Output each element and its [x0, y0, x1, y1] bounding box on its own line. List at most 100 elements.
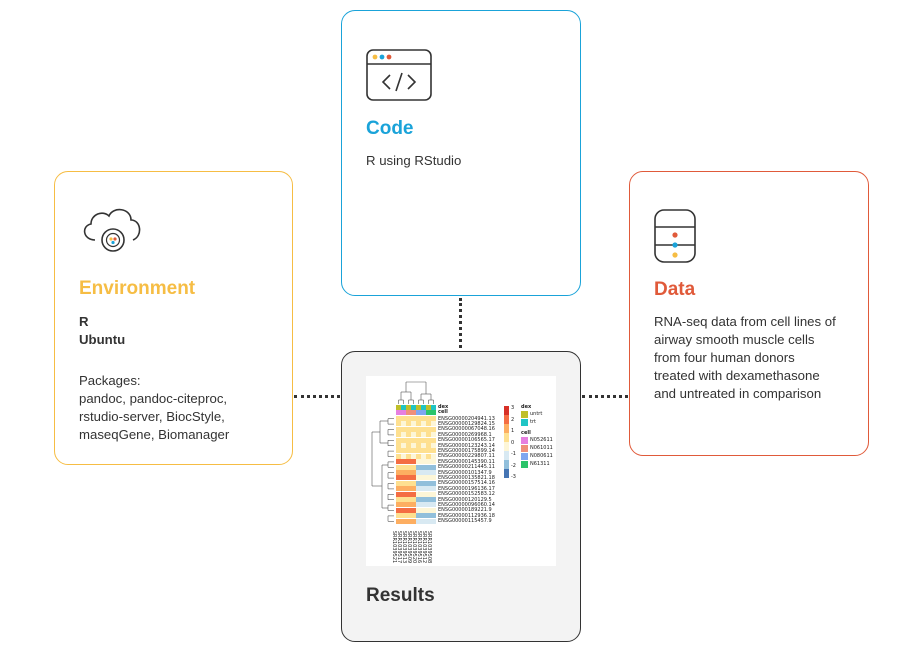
heatmap-cell: [396, 513, 401, 519]
scale-tick: 1: [511, 428, 515, 434]
connector-results-data: [582, 395, 628, 398]
heatmap-cell: [406, 480, 411, 486]
annotation-cell-cell: [401, 410, 406, 415]
heatmap-cell: [406, 426, 411, 432]
heatmap-cell: [396, 497, 401, 502]
legend-swatch: [521, 419, 528, 426]
legend-swatch: [521, 453, 528, 460]
legend-label: N080611: [530, 453, 553, 459]
heatmap-cell: [431, 518, 436, 524]
heatmap-dendrogram: [371, 381, 434, 522]
heatmap-cell: [421, 416, 426, 421]
heatmap-cell: [431, 513, 436, 519]
heatmap-cell: [426, 443, 431, 448]
sample-label: SRR1039508: [426, 530, 433, 564]
heatmap-cell: [421, 518, 426, 524]
heatmap-cell: [411, 470, 416, 475]
heatmap-cell: [401, 475, 406, 481]
color-scale-segment: [504, 437, 509, 442]
heatmap-cell: [411, 464, 416, 470]
connector-code-results: [459, 298, 462, 348]
heatmap-cell: [416, 464, 421, 470]
heatmap-cell: [431, 421, 436, 427]
gene-label: ENSG00000135821.18: [438, 474, 495, 481]
heatmap-cell: [426, 486, 431, 492]
annotation-cell-cell: [406, 410, 411, 415]
heatmap-cell: [396, 475, 401, 481]
environment-line-ubuntu: Ubuntu: [79, 332, 126, 347]
heatmap-cell: [431, 453, 436, 459]
heatmap-cell: [406, 491, 411, 497]
heatmap-cell: [396, 443, 401, 448]
heatmap-cell: [421, 459, 426, 465]
heatmap-cell: [401, 513, 406, 519]
heatmap-cell: [396, 464, 401, 470]
connector-env-results: [294, 395, 340, 398]
database-icon: [654, 209, 696, 263]
color-scale-segment: [504, 451, 509, 456]
heatmap-cell: [401, 470, 406, 475]
color-scale-segment: [504, 410, 509, 415]
annotation-dex-cell: [401, 405, 406, 410]
annotation-cell-cell: [426, 410, 431, 415]
heatmap-cell: [421, 497, 426, 502]
heatmap-cell: [416, 480, 421, 486]
color-scale-segment: [504, 419, 509, 424]
heatmap-cell: [411, 416, 416, 421]
annotation-dex-cell: [411, 405, 416, 410]
heatmap-cell: [406, 497, 411, 502]
heatmap-cell: [431, 437, 436, 443]
legend-swatch: [521, 411, 528, 418]
heatmap-cell: [421, 426, 426, 432]
heatmap-cell: [396, 480, 401, 486]
heatmap-cell: [416, 443, 421, 448]
heatmap-cell: [406, 470, 411, 475]
heatmap-cell: [426, 421, 431, 427]
annotation-cell-cell: [421, 410, 426, 415]
heatmap-cell: [411, 497, 416, 502]
heatmap-cell: [426, 453, 431, 459]
annotation-cell-cell: [431, 410, 436, 415]
heatmap-cell: [406, 421, 411, 427]
heatmap-cell: [406, 513, 411, 519]
gene-label: ENSG00000175899.14: [438, 447, 495, 454]
heatmap-cell: [421, 443, 426, 448]
environment-card: Environment R Ubuntu Packages: pandoc, p…: [54, 171, 293, 465]
data-line: and untreated in comparison: [654, 386, 822, 401]
heatmap-cell: [401, 453, 406, 459]
heatmap-cell: [421, 448, 426, 454]
heatmap-cell: [431, 426, 436, 432]
gene-label: ENSG00000269968.1: [438, 431, 492, 438]
data-line: airway smooth muscle cells: [654, 332, 815, 347]
heatmap-cell: [431, 507, 436, 513]
heatmap-cell: [416, 459, 421, 465]
results-title: Results: [366, 585, 435, 606]
heatmap-cell: [431, 443, 436, 448]
data-card: Data RNA-seq data from cell lines of air…: [629, 171, 869, 456]
heatmap-cell: [401, 437, 406, 443]
heatmap-cell: [426, 491, 431, 497]
annotation-dex-cell: [426, 405, 431, 410]
heatmap-cell: [431, 491, 436, 497]
heatmap-cell: [431, 459, 436, 465]
heatmap-cell: [426, 459, 431, 465]
color-scale-segment: [504, 460, 509, 465]
heatmap-cell: [416, 513, 421, 519]
heatmap-cell: [421, 491, 426, 497]
heatmap-cell: [416, 475, 421, 481]
legend-label: N052611: [530, 437, 553, 443]
gene-label: ENSG00000157514.16: [438, 480, 495, 487]
heatmap-cell: [401, 416, 406, 421]
heatmap-cell: [401, 497, 406, 502]
legend-label: untrt: [530, 411, 543, 417]
heatmap-cell: [401, 448, 406, 454]
heatmap-cell: [431, 416, 436, 421]
data-line: treated with dexamethasone: [654, 368, 820, 383]
color-scale-segment: [504, 469, 509, 474]
data-line: from four human donors: [654, 350, 795, 365]
heatmap-cell: [401, 426, 406, 432]
heatmap-cell: [401, 432, 406, 438]
heatmap-cell: [396, 453, 401, 459]
legend-label: N61311: [530, 461, 550, 467]
heatmap-cell: [411, 502, 416, 508]
